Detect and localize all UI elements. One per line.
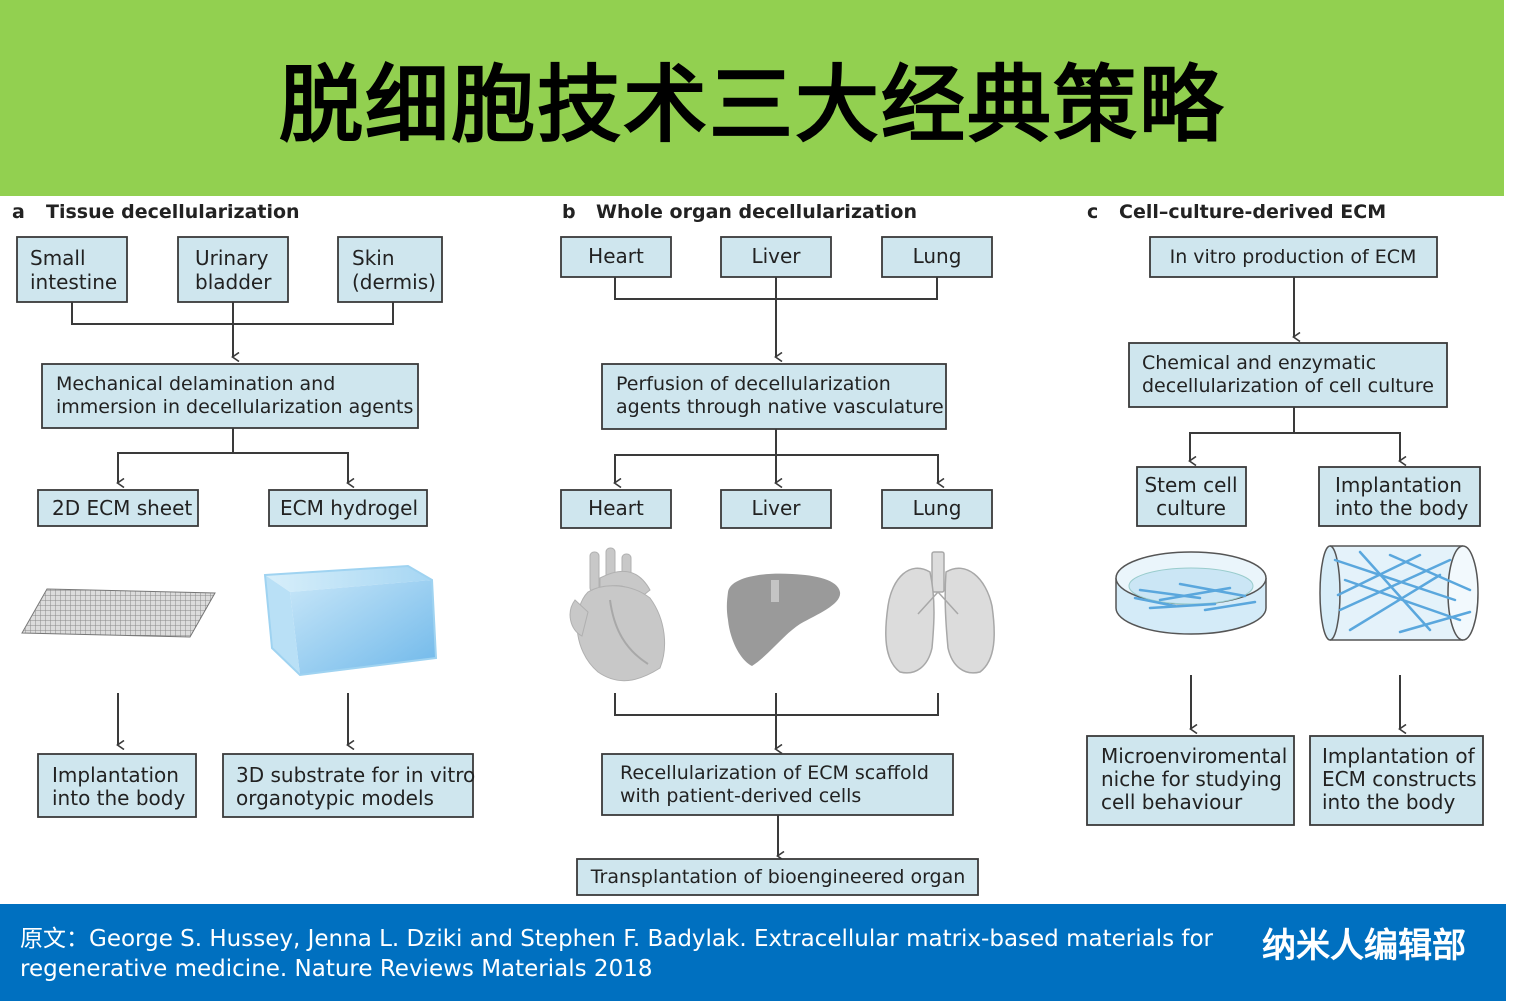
svg-text:In vitro production of ECM: In vitro production of ECM [1170, 246, 1417, 268]
box-a-source-3: Skin (dermis) [337, 236, 443, 303]
svg-text:Implantation of: Implantation of [1322, 744, 1476, 768]
box-b-process: Perfusion of decellularization agents th… [601, 363, 947, 430]
svg-text:Mechanical delamination and: Mechanical delamination and [56, 373, 335, 395]
box-b-product-1: Heart [560, 489, 672, 529]
box-c-outcome-1: Microenviromental niche for studying cel… [1086, 735, 1295, 826]
box-c-outcome-2: Implantation of ECM constructs into the … [1309, 735, 1484, 826]
box-a-product-2: ECM hydrogel [268, 489, 428, 527]
svg-text:Microenviromental: Microenviromental [1101, 744, 1287, 768]
svg-text:Implantation: Implantation [1335, 473, 1462, 497]
svg-text:organotypic models: organotypic models [236, 786, 434, 810]
panel-title-a: Tissue decellularization [46, 201, 300, 223]
svg-text:Recellularization of ECM scaff: Recellularization of ECM scaffold [620, 762, 929, 784]
svg-text:3D substrate for in vitro: 3D substrate for in vitro [236, 763, 475, 787]
ecm-sheet-icon [21, 588, 216, 638]
svg-text:with patient-derived cells: with patient-derived cells [620, 785, 861, 807]
box-c-process: Chemical and enzymatic decellularization… [1128, 342, 1448, 408]
svg-text:ECM constructs: ECM constructs [1322, 767, 1477, 791]
svg-text:Lung: Lung [913, 496, 962, 520]
svg-text:Lung: Lung [913, 244, 962, 268]
box-b-recellularization: Recellularization of ECM scaffold with p… [601, 753, 954, 816]
svg-text:ECM hydrogel: ECM hydrogel [280, 496, 418, 520]
footer-bar: 原文：George S. Hussey, Jenna L. Dziki and … [0, 904, 1506, 1001]
svg-text:(dermis): (dermis) [352, 270, 436, 294]
box-a-source-1: Small intestine [16, 236, 128, 303]
svg-text:agents through native vasculat: agents through native vasculature [616, 396, 944, 418]
svg-text:Implantation: Implantation [52, 763, 179, 787]
ecm-construct-icon [1319, 545, 1479, 641]
panel-letter-a: a [12, 201, 25, 223]
box-a-outcome-2: 3D substrate for in vitro organotypic mo… [222, 753, 475, 818]
svg-text:immersion in decellularization: immersion in decellularization agents [56, 396, 413, 418]
lung-icon [885, 551, 995, 674]
credit-text: 纳米人编辑部 [1262, 926, 1466, 966]
panel-letter-b: b [562, 201, 576, 223]
box-a-process: Mechanical delamination and immersion in… [41, 363, 419, 429]
ecm-hydrogel-icon [263, 564, 438, 677]
petri-dish-icon [1115, 551, 1267, 635]
svg-text:into the body: into the body [52, 786, 185, 810]
svg-text:Chemical and enzymatic: Chemical and enzymatic [1142, 352, 1376, 374]
svg-text:Perfusion of decellularization: Perfusion of decellularization [616, 373, 891, 395]
svg-text:Liver: Liver [751, 496, 801, 520]
box-a-source-2: Urinary bladder [177, 236, 289, 303]
panel-title-b: Whole organ decellularization [596, 201, 917, 223]
box-c-branch-1: Stem cell culture [1136, 466, 1247, 527]
svg-text:Heart: Heart [588, 496, 644, 520]
box-b-source-1: Heart [560, 236, 672, 278]
liver-icon [726, 573, 841, 666]
svg-text:culture: culture [1156, 496, 1226, 520]
page-title: 脱细胞技术三大经典策略 [278, 56, 1225, 154]
svg-text:2D ECM sheet: 2D ECM sheet [52, 496, 192, 520]
svg-text:Urinary: Urinary [195, 246, 269, 270]
svg-text:Stem cell: Stem cell [1144, 473, 1237, 497]
title-banner: 脱细胞技术三大经典策略 [0, 0, 1504, 196]
svg-text:bladder: bladder [195, 270, 272, 294]
svg-text:Small: Small [30, 246, 86, 270]
svg-text:intestine: intestine [30, 270, 117, 294]
svg-text:into the body: into the body [1335, 496, 1468, 520]
citation-text: 原文：George S. Hussey, Jenna L. Dziki and … [20, 926, 1214, 982]
panel-a-heading: a Tissue decellularization [12, 201, 300, 223]
box-b-transplantation: Transplantation of bioengineered organ [576, 858, 979, 896]
connector-lines [71, 277, 1400, 856]
svg-text:decellularization of cell cult: decellularization of cell culture [1142, 375, 1434, 397]
panel-title-c: Cell–culture-derived ECM [1119, 201, 1386, 223]
panel-c-heading: c Cell–culture-derived ECM [1087, 201, 1386, 223]
svg-text:into the body: into the body [1322, 790, 1455, 814]
svg-text:Liver: Liver [751, 244, 801, 268]
box-b-source-3: Lung [881, 236, 993, 278]
heart-icon [569, 547, 666, 682]
box-c-branch-2: Implantation into the body [1318, 466, 1481, 527]
box-a-product-1: 2D ECM sheet [37, 489, 199, 527]
box-a-outcome-1: Implantation into the body [37, 753, 197, 818]
svg-text:cell behaviour: cell behaviour [1101, 790, 1243, 814]
svg-text:Transplantation of bioengineer: Transplantation of bioengineered organ [590, 866, 966, 888]
panel-b-heading: b Whole organ decellularization [562, 201, 917, 223]
panel-letter-c: c [1087, 201, 1098, 223]
svg-text:niche for studying: niche for studying [1101, 767, 1282, 791]
box-b-product-3: Lung [881, 489, 993, 529]
box-b-source-2: Liver [720, 236, 832, 278]
box-b-product-2: Liver [720, 489, 832, 529]
box-c-source: In vitro production of ECM [1149, 236, 1438, 278]
svg-text:Heart: Heart [588, 244, 644, 268]
svg-text:Skin: Skin [352, 246, 395, 270]
